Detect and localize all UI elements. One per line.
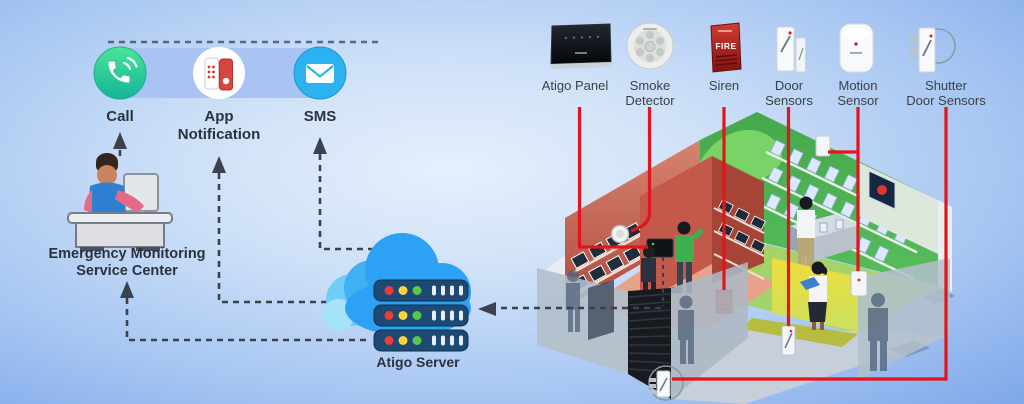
red-connector-shutter-sensors: [672, 107, 948, 381]
red-connector-smoke-detector: [630, 107, 652, 233]
device-label-atigo-panel: Atigo Panel: [541, 78, 609, 93]
server-racks: [373, 279, 469, 352]
arrow-up-sms: [313, 137, 327, 154]
olive-floor-strip: [742, 318, 858, 347]
operator-illustration: [67, 153, 173, 251]
shutter-door-sensors-icon: [910, 27, 956, 73]
call-icon: [93, 46, 147, 100]
app-notification-label: App Notification: [177, 108, 261, 143]
app-notification-icon: [193, 47, 245, 99]
person-clerk: [797, 196, 815, 268]
sms-label: SMS: [303, 108, 337, 125]
motion-sensor-icon: [839, 23, 874, 73]
device-icons-row: FIRE: [550, 22, 956, 73]
atigo-server-illustration: [322, 233, 471, 352]
dashed-server-to-app: [217, 173, 330, 304]
call-label: Call: [70, 108, 170, 126]
mounted-motion-sensor: [850, 270, 868, 297]
siren-icon-text: FIRE: [715, 41, 736, 51]
sms-icon: [293, 46, 347, 100]
store-building-illustration: [537, 112, 955, 404]
front-left-wall: [537, 268, 628, 374]
shelf-sensor-device: [815, 135, 831, 157]
server-label: Atigo Server: [376, 354, 460, 370]
desk: [67, 212, 173, 224]
siren-icon: FIRE: [710, 22, 742, 73]
wall-right-of-shutter: [671, 262, 748, 399]
door-sensors-icon: [776, 26, 806, 73]
arrow-up-app: [212, 156, 226, 173]
dashed-connectors: [108, 40, 664, 342]
dashed-server-to-sms: [318, 154, 372, 251]
device-label-siren: Siren: [708, 78, 740, 93]
arrow-up-call: [113, 132, 127, 149]
mounted-shutter-sensor: [648, 365, 684, 401]
silhouette-visitor: [868, 293, 888, 371]
arrow-up-center: [120, 281, 134, 298]
mounted-door-sensor: [781, 325, 796, 356]
silhouette-man: [678, 295, 694, 364]
red-connector-atigo-panel: [577, 107, 648, 249]
silhouette-woman: [566, 270, 580, 332]
red-connector-motion-sensor: [828, 107, 860, 271]
monitoring-center-label: Emergency Monitoring Service Center: [48, 246, 206, 280]
notification-channels-pill: [93, 46, 347, 100]
bottom-right-wall: [858, 258, 950, 380]
arrow-left-server: [478, 302, 496, 316]
smoke-detector-icon: [626, 22, 674, 70]
person-woman-folder: [800, 261, 828, 330]
atigo-panel-icon: [550, 23, 612, 69]
yellow-nook: [772, 258, 858, 332]
dashed-server-to-center: [125, 298, 370, 342]
red-connector-lines: [577, 107, 948, 381]
call-label-text: Call: [106, 108, 134, 125]
